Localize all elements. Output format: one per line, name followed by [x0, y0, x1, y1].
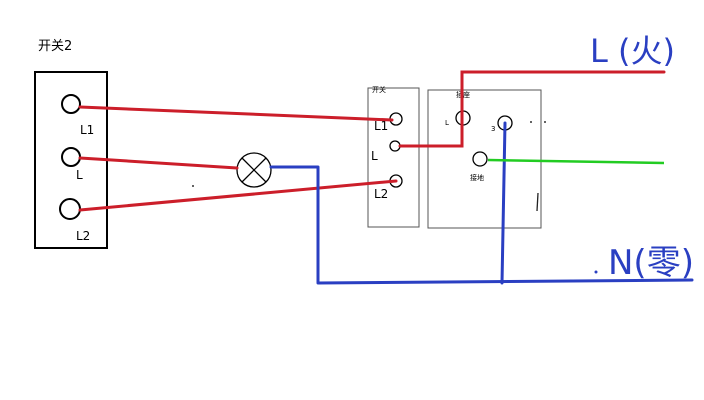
neutral-wires: [269, 121, 694, 285]
wire-switch2-l2-to-switch1-l2: [78, 179, 398, 212]
dot-mark: [530, 121, 532, 123]
socket-label-n: 3: [491, 125, 495, 133]
lamp-circle: [236, 152, 272, 188]
wire-socket-ground: [487, 158, 665, 165]
switch-1-label-l: L: [371, 149, 378, 163]
mains-live-label: L (火): [590, 32, 675, 70]
dot-mark: [192, 185, 194, 187]
switch-2-terminal-l1: [61, 94, 81, 114]
switch-2-label-l2: L2: [76, 229, 90, 243]
switch-2: 开关2 L1 L L2: [34, 39, 108, 249]
switch-1-label-l1: L1: [374, 119, 388, 133]
switch-2-title: 开关2: [38, 39, 72, 54]
socket-terminal-ground: [472, 151, 488, 167]
switch-2-terminal-l2: [59, 198, 81, 220]
switch-1-box: [367, 87, 420, 228]
stray-mark: [536, 192, 539, 212]
socket-box: [427, 89, 542, 229]
socket-label-ground: 接地: [470, 173, 484, 182]
socket: 插座 L 3 接地: [427, 89, 542, 229]
lamp: [236, 152, 272, 188]
switch-1-title: 开关: [372, 85, 386, 94]
wire-socket-n-to-neutral: [500, 121, 507, 285]
switch-1-label-l2: L2: [374, 187, 388, 201]
wire-switch2-l-to-lamp: [78, 156, 239, 170]
live-wires: [78, 70, 666, 212]
wire-switch1-l-to-mains-live: [398, 70, 666, 148]
switch-2-label-l1: L1: [80, 123, 94, 137]
wire-lamp-to-neutral: [269, 165, 694, 285]
switch-2-terminal-l: [61, 147, 81, 167]
dot-mark: [594, 270, 598, 274]
socket-label-l: L: [445, 119, 449, 127]
mains-neutral-label: N(零): [608, 243, 694, 283]
dot-mark: [544, 121, 546, 123]
lamp-cross-2: [241, 157, 267, 183]
wire-switch2-l1-to-switch1-l1: [78, 105, 394, 122]
switch-2-label-l: L: [76, 168, 83, 182]
switch-1: 开关 L1 L L2: [367, 85, 420, 228]
